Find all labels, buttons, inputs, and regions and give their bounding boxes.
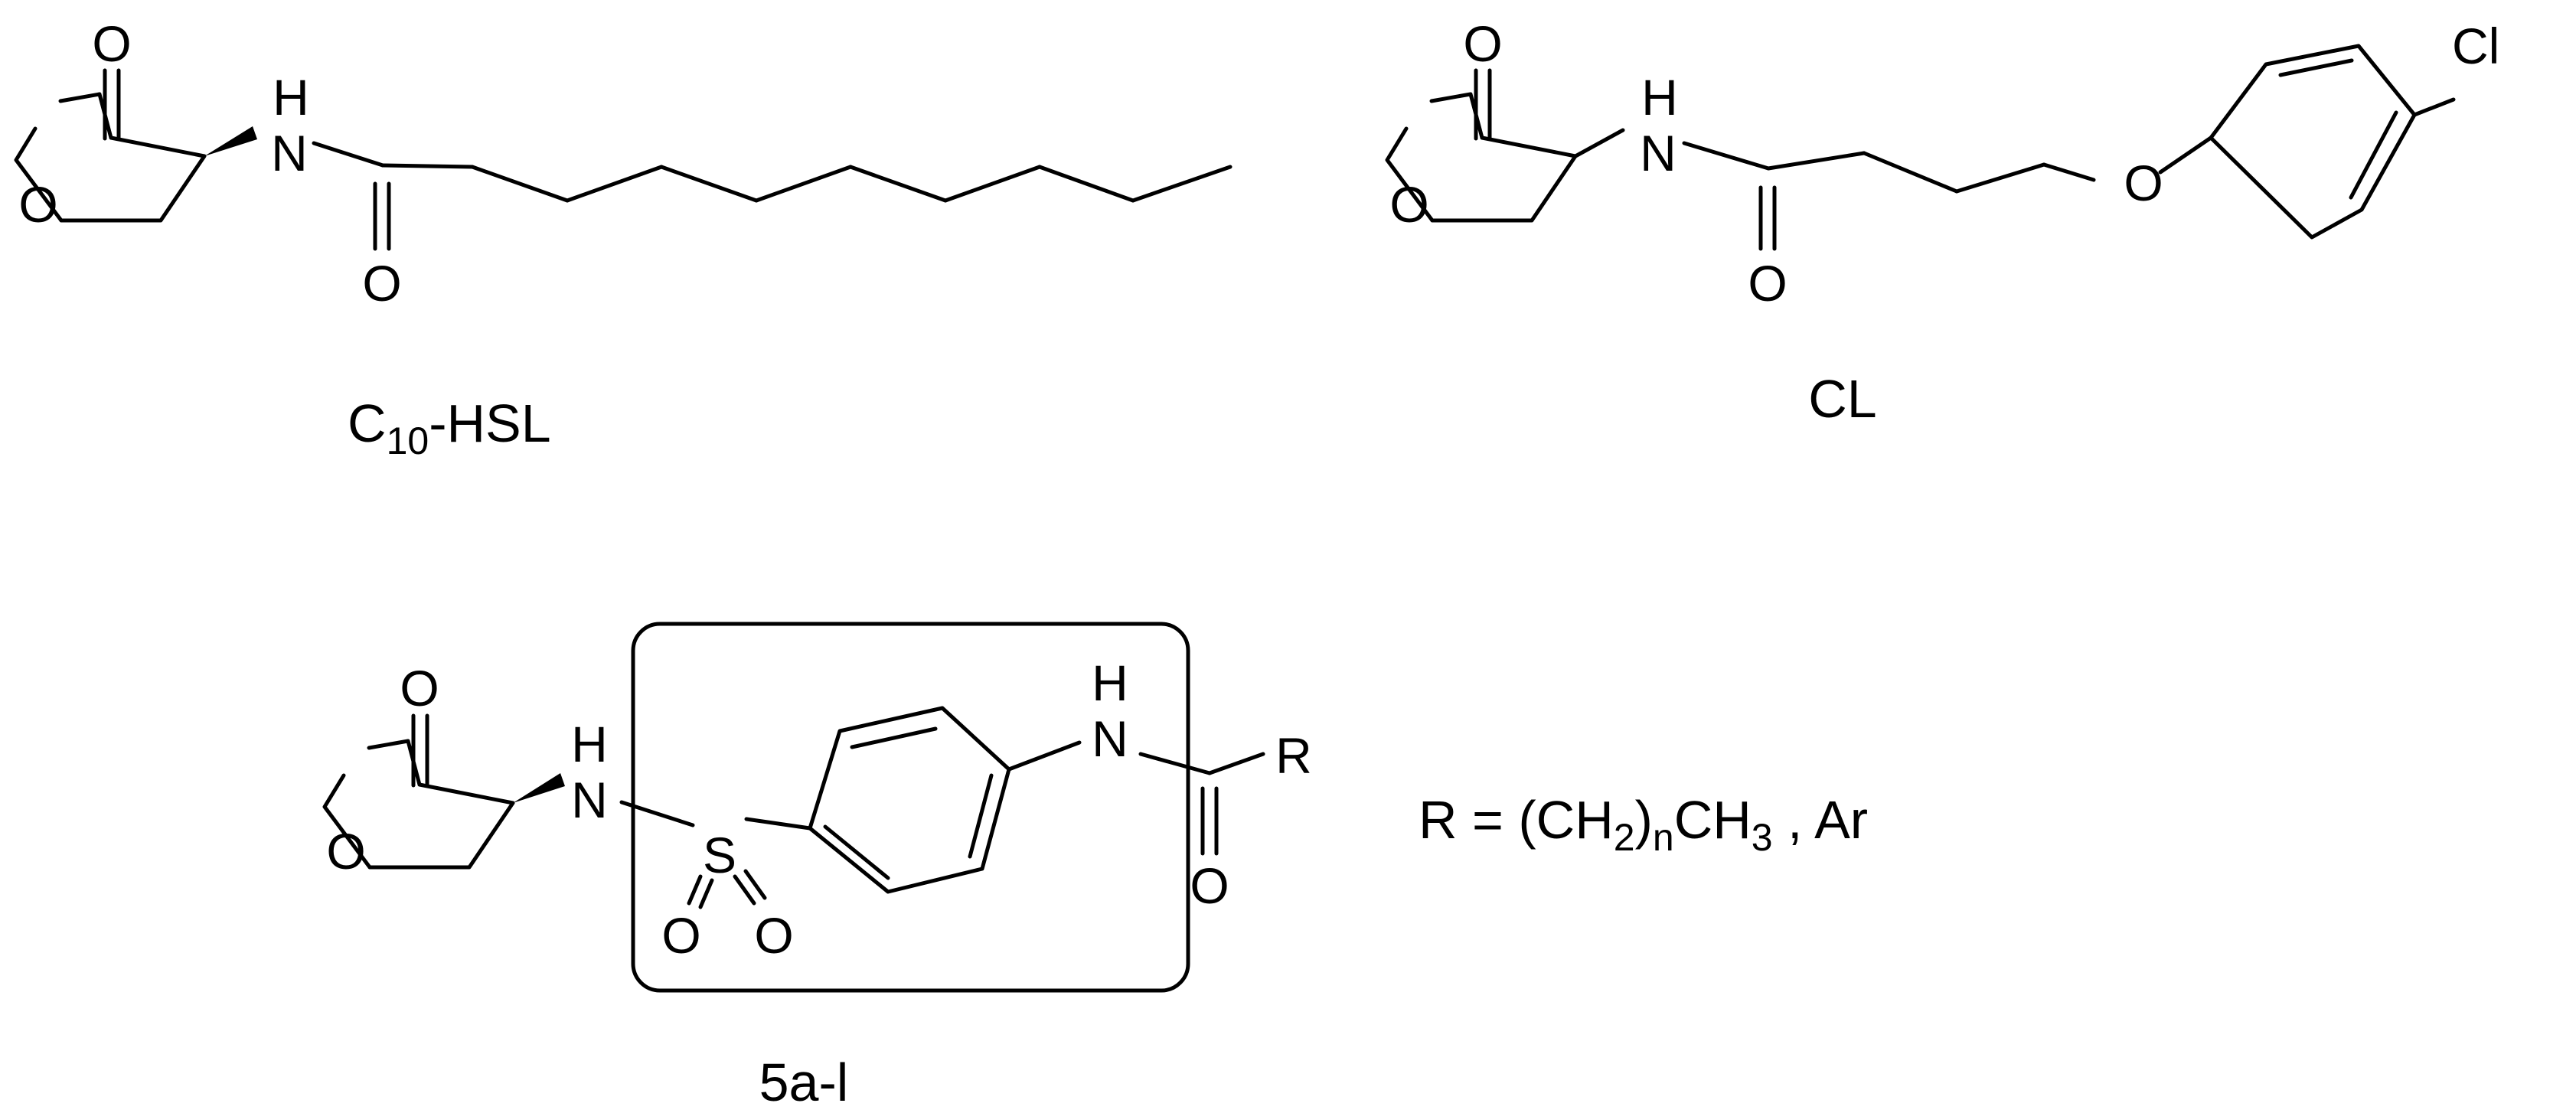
atom-o-carbonyl: O bbox=[1463, 15, 1502, 72]
lactone-ring-bonds bbox=[1385, 68, 1578, 223]
atom-o-ring: O bbox=[18, 176, 57, 233]
atom-o-ether: O bbox=[2124, 155, 2163, 211]
decanoyl-chain-bonds bbox=[312, 141, 1232, 251]
amide-bonds bbox=[1007, 740, 1265, 856]
compound-label: CL bbox=[1808, 369, 1876, 429]
atom-o-ring: O bbox=[1389, 176, 1428, 233]
lactone-ring-bonds bbox=[322, 713, 515, 870]
atom-r-group: R bbox=[1275, 727, 1312, 784]
compound-label: 5a-l bbox=[759, 1053, 849, 1112]
atom-nh1-nitrogen: N bbox=[571, 772, 608, 828]
ring-to-nh-bond bbox=[1573, 128, 1625, 158]
atom-nh1-hydrogen: H bbox=[571, 716, 608, 772]
chlorophenyl-ring-bonds bbox=[2209, 44, 2456, 240]
atom-nh-hydrogen: H bbox=[1641, 69, 1678, 126]
atom-nh-nitrogen: N bbox=[1640, 125, 1677, 181]
atom-nh2-nitrogen: N bbox=[1092, 710, 1128, 767]
atom-sulfur: S bbox=[703, 827, 736, 883]
atom-nh-nitrogen: N bbox=[271, 125, 308, 181]
atom-sulfonyl-o2: O bbox=[754, 907, 793, 964]
atom-chlorine: Cl bbox=[2452, 18, 2499, 74]
stereo-wedge-bond bbox=[204, 126, 257, 156]
atom-nh-hydrogen: H bbox=[273, 69, 309, 126]
compound-5a-l: O O H N S O O H N O R 5a-l bbox=[322, 622, 1312, 1112]
atom-sulfonyl-o1: O bbox=[661, 907, 700, 964]
chain-bonds bbox=[1682, 135, 2213, 251]
lactone-ring-bonds bbox=[14, 68, 207, 223]
highlight-box bbox=[631, 622, 1190, 993]
atom-o-amide: O bbox=[1190, 857, 1229, 914]
phenylene-ring-bonds bbox=[808, 706, 1011, 894]
atom-o-carbonyl: O bbox=[92, 15, 131, 72]
stereo-wedge-bond bbox=[513, 773, 565, 803]
atom-o-amide: O bbox=[362, 255, 401, 312]
atom-nh2-hydrogen: H bbox=[1092, 654, 1128, 711]
atom-o-amide: O bbox=[1748, 255, 1787, 312]
compound-label: C10-HSL bbox=[348, 393, 551, 462]
compound-c10-hsl: O O H N O C10-HSL bbox=[14, 15, 1232, 462]
atom-o-carbonyl: O bbox=[400, 660, 439, 716]
r-group-definition: R = (CH2)nCH3 , Ar bbox=[1419, 790, 1868, 859]
compound-cl: O O H N O O Cl CL bbox=[1385, 15, 2499, 429]
atom-o-ring: O bbox=[326, 823, 365, 880]
